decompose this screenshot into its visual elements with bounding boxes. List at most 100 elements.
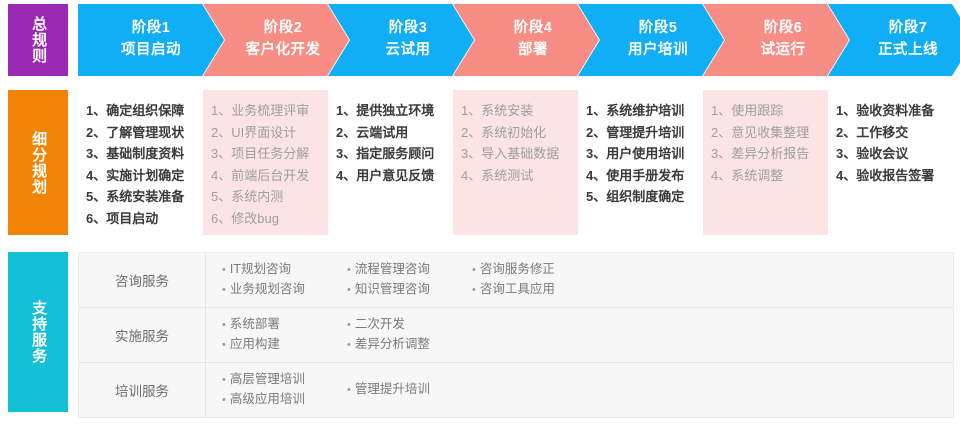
support-category-label: 咨询服务 [79, 253, 206, 307]
detail-item: 2、工作移交 [836, 124, 909, 140]
detail-item: 4、使用手册发布 [586, 167, 685, 183]
detail-column-phase-3: 1、提供独立环境 2、云端试用 3、指定服务顾问 4、用户意见反馈 [328, 90, 453, 235]
support-item-label: 高级应用培训 [229, 392, 305, 406]
phase-arrow-3[interactable]: 阶段3 云试用 [328, 4, 474, 76]
support-item-label: 流程管理咨询 [354, 262, 430, 276]
bullet-icon: • [222, 339, 226, 351]
support-item-label: 应用构建 [229, 337, 280, 351]
detail-item: 1、系统安装 [461, 103, 534, 118]
support-item: •系统部署 [222, 315, 347, 335]
detail-item: 3、验收会议 [836, 146, 909, 161]
support-group: •咨询服务修正•咨询工具应用 [472, 260, 597, 300]
detail-item: 4、验收报告签署 [836, 167, 935, 183]
detail-item: 1、业务梳理评审 [211, 103, 310, 118]
sidebar-item-label: 细分规划 [30, 130, 48, 195]
support-item-label: 差异分析调整 [354, 337, 430, 351]
detail-item: 4、系统调整 [711, 167, 784, 183]
phase-arrow-6[interactable]: 阶段6 试运行 [703, 4, 849, 76]
detail-item: 1、提供独立环境 [336, 103, 435, 118]
support-group: •管理提升培训 [347, 380, 472, 400]
phase-subtitle: 用户培训 [628, 42, 688, 58]
phase-title: 阶段4 [513, 20, 553, 37]
detail-item: 4、系统测试 [461, 167, 534, 183]
support-category-label: 实施服务 [79, 308, 206, 362]
support-item-label: 系统部署 [229, 317, 280, 331]
phase-subtitle: 部署 [518, 42, 548, 58]
support-item: •流程管理咨询 [347, 260, 472, 280]
bullet-icon: • [222, 374, 226, 386]
detail-item: 3、导入基础数据 [461, 146, 560, 161]
sidebar-item-support-service: 支持服务 [8, 252, 68, 412]
detail-item: 2、了解管理现状 [86, 124, 185, 140]
phase-title: 阶段7 [888, 20, 928, 37]
support-item-label: 二次开发 [354, 317, 405, 331]
detail-item: 6、修改bug [211, 210, 279, 226]
sidebar-item-label: 总规则 [30, 16, 48, 64]
detail-item: 1、验收资料准备 [836, 103, 935, 118]
detail-item: 2、管理提升培训 [586, 124, 685, 140]
phase-arrow-7[interactable]: 阶段7 正式上线 [828, 4, 960, 76]
support-item: •咨询服务修正 [472, 260, 597, 280]
bullet-icon: • [222, 319, 226, 331]
support-item: •二次开发 [347, 315, 472, 335]
support-group-container: •系统部署•应用构建•二次开发•差异分析调整 [206, 308, 953, 362]
bullet-icon: • [347, 264, 351, 276]
support-item: •高层管理培训 [222, 370, 347, 390]
support-item: •咨询工具应用 [472, 280, 597, 300]
bullet-icon: • [472, 284, 476, 296]
phase-title: 阶段2 [263, 20, 303, 37]
phase-title: 阶段3 [388, 20, 428, 37]
detail-item: 3、用户使用培训 [586, 146, 685, 161]
support-row: 咨询服务•IT规划咨询•业务规划咨询•流程管理咨询•知识管理咨询•咨询服务修正•… [79, 253, 953, 307]
support-item-label: 咨询服务修正 [479, 262, 555, 276]
detail-column-phase-7: 1、验收资料准备 2、工作移交 3、验收会议 4、验收报告签署 [828, 90, 953, 235]
phase-arrow-4[interactable]: 阶段4 部署 [453, 4, 599, 76]
support-row: 培训服务•高层管理培训•高级应用培训•管理提升培训 [79, 362, 953, 417]
support-item: •IT规划咨询 [222, 260, 347, 280]
support-item-label: IT规划咨询 [229, 262, 291, 276]
detail-item: 6、项目启动 [86, 210, 159, 226]
support-group: •高层管理培训•高级应用培训 [222, 370, 347, 410]
phase-title: 阶段6 [763, 20, 803, 37]
support-item-label: 高层管理培训 [229, 372, 305, 386]
detail-item: 5、系统内测 [211, 189, 284, 204]
support-item: •应用构建 [222, 335, 347, 355]
detail-item: 4、用户意见反馈 [336, 167, 435, 183]
bullet-icon: • [347, 284, 351, 296]
phase-title: 阶段1 [131, 20, 171, 37]
bullet-icon: • [222, 394, 226, 406]
detail-item: 1、确定组织保障 [86, 103, 185, 118]
support-group: •流程管理咨询•知识管理咨询 [347, 260, 472, 300]
support-group-container: •IT规划咨询•业务规划咨询•流程管理咨询•知识管理咨询•咨询服务修正•咨询工具… [206, 253, 953, 307]
support-services-table: 咨询服务•IT规划咨询•业务规划咨询•流程管理咨询•知识管理咨询•咨询服务修正•… [78, 252, 954, 418]
sidebar-item-overall-plan: 总规则 [8, 4, 68, 76]
detail-item: 3、指定服务顾问 [336, 146, 435, 161]
support-group: •系统部署•应用构建 [222, 315, 347, 355]
detail-item: 1、使用跟踪 [711, 103, 784, 118]
support-item-label: 管理提升培训 [354, 382, 430, 396]
phase-subtitle: 试运行 [760, 42, 806, 58]
bullet-icon: • [347, 319, 351, 331]
phase-subtitle: 正式上线 [878, 42, 938, 58]
support-item: •差异分析调整 [347, 335, 472, 355]
detail-item: 4、前端后台开发 [211, 167, 310, 183]
support-category-label: 培训服务 [79, 363, 206, 417]
phase-subtitle: 云试用 [385, 42, 431, 58]
bullet-icon: • [347, 384, 351, 396]
support-group: •IT规划咨询•业务规划咨询 [222, 260, 347, 300]
detail-item: 4、实施计划确定 [86, 167, 185, 183]
detail-item: 2、云端试用 [336, 124, 409, 140]
detail-item: 1、系统维护培训 [586, 103, 685, 118]
support-item: •管理提升培训 [347, 380, 472, 400]
